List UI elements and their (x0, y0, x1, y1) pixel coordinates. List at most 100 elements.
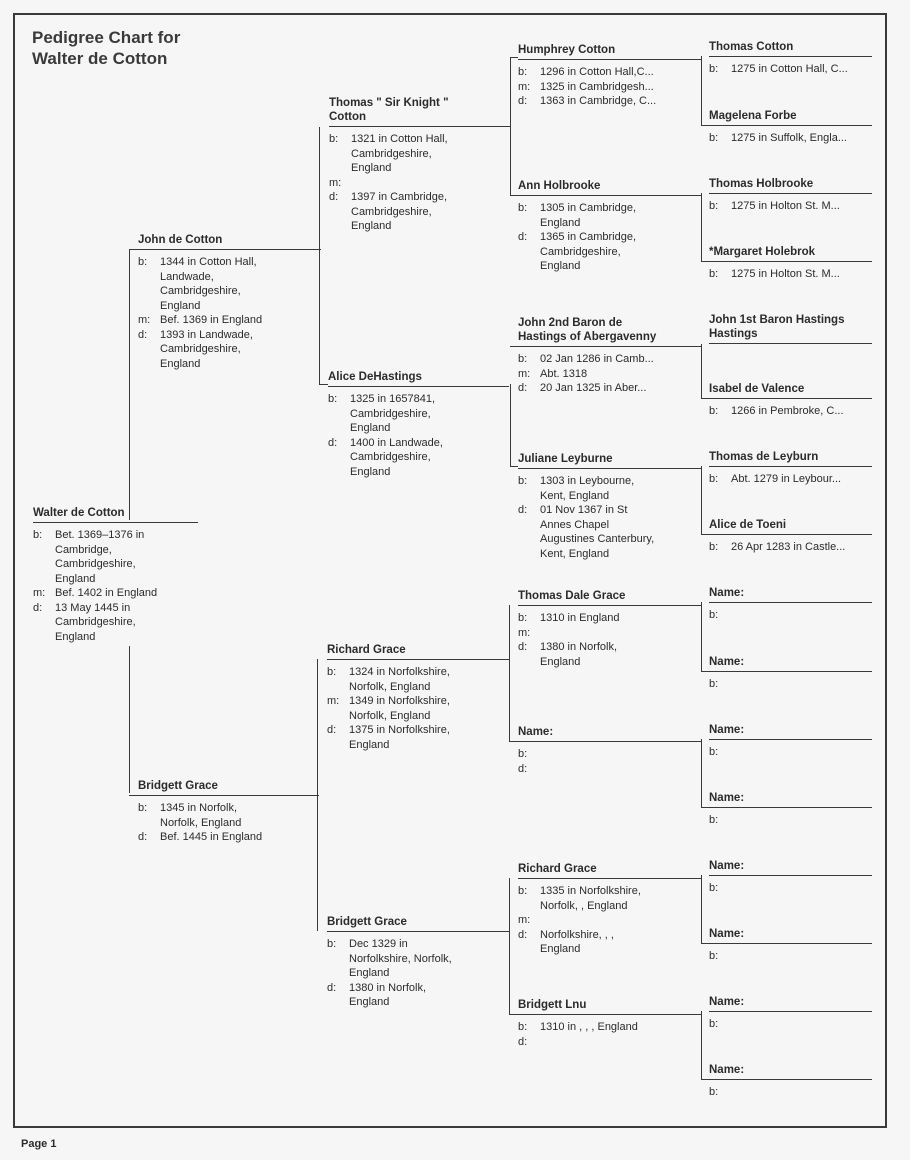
fact-key: b: (518, 202, 528, 214)
fact-value: 1305 in Cambridge, England (540, 202, 637, 229)
fact-row: b: (709, 1085, 872, 1100)
fact-key: b: (709, 268, 719, 280)
person-name: Name: (709, 655, 872, 672)
fact-key: b: (329, 133, 339, 145)
fact-key: m: (518, 626, 531, 639)
fact-value: 26 Apr 1283 in Castle... (731, 541, 846, 553)
fact-value: 1310 in , , , England (540, 1021, 638, 1033)
person-p19: *Margaret Holebrok b: 1275 in Holton St. M… (709, 245, 872, 282)
fact-value (540, 1035, 701, 1050)
fact-key: b: (709, 678, 719, 690)
fact-key: m: (33, 587, 46, 599)
person-name: Ann Holbrooke (518, 179, 701, 196)
connector-line (701, 602, 703, 671)
person-name: Name: (518, 725, 701, 742)
person-p29: Name:b: (709, 927, 872, 964)
fact-row: d:1365 in Cambridge, Cambridgeshire, Eng… (518, 230, 701, 274)
fact-row: b:1335 in Norfolkshire, Norfolk, , Engla… (518, 884, 701, 913)
person-name: Alice DeHastings (328, 370, 509, 387)
fact-row: b:1310 in England (518, 611, 701, 626)
fact-key: b: (709, 609, 719, 621)
fact-key: b: (709, 746, 719, 758)
fact-value: Dec 1329 in Norfolkshire, Norfolk, Engla… (349, 938, 452, 979)
fact-row: b:1275 in Suffolk, Engla... (709, 131, 872, 146)
fact-row: m:Bef. 1369 in England (138, 313, 321, 328)
connector-line (510, 466, 518, 468)
fact-row: b:1324 in Norfolkshire, Norfolk, England (327, 665, 509, 694)
fact-row: b: Abt. 1279 in Leybour... (709, 472, 872, 487)
fact-key: b: (709, 950, 719, 962)
fact-row: m:1325 in Cambridgesh... (518, 80, 701, 95)
fact-key: m: (518, 367, 531, 380)
fact-key: b: (709, 814, 719, 826)
fact-row: d:1375 in Norfolkshire, England (327, 723, 509, 752)
fact-row: b:1296 in Cotton Hall,C... (518, 65, 701, 80)
fact-value (351, 176, 510, 191)
fact-key: b: (518, 748, 528, 760)
chart-frame (13, 13, 887, 1128)
connector-line (701, 398, 709, 400)
fact-row: b:26 Apr 1283 in Castle... (709, 540, 872, 555)
fact-row: m: (518, 626, 701, 641)
fact-key: b: (328, 393, 338, 405)
connector-line (701, 943, 709, 945)
person-p26: Name:b: (709, 723, 872, 760)
connector-line (701, 671, 709, 673)
fact-key: b: (709, 200, 719, 212)
connector-line (510, 346, 518, 348)
connector-line (129, 249, 138, 251)
fact-value: Abt. 1279 in Leybour... (731, 473, 842, 485)
fact-key: b: (518, 353, 528, 365)
person-p27: Name:b: (709, 791, 872, 828)
fact-value (731, 813, 872, 828)
person-p31: Name: b: (709, 1063, 872, 1100)
fact-row: b:Dec 1329 in Norfolkshire, Norfolk, Eng… (327, 937, 509, 981)
fact-row: m:1349 in Norfolkshire, Norfolk, England (327, 694, 509, 723)
fact-key: d: (33, 601, 43, 614)
fact-row: b: (709, 608, 872, 623)
fact-key: d: (327, 981, 337, 994)
fact-key: m: (518, 914, 531, 926)
connector-line (317, 659, 319, 931)
fact-value: Bet. 1369–1376 in Cambridge, Cambridgesh… (55, 529, 145, 585)
fact-value: 02 Jan 1286 in Camb... (540, 353, 654, 365)
fact-row: b:1325 in 1657841, Cambridgeshire, Engla… (328, 392, 509, 436)
fact-value (731, 677, 872, 692)
fact-row: b: (709, 949, 872, 964)
connector-line (509, 741, 518, 743)
fact-value (731, 881, 872, 896)
connector-line (509, 1014, 518, 1016)
fact-key: b: (138, 802, 148, 814)
person-p25: Name: b: (709, 655, 872, 692)
fact-row: m:Bef. 1402 in England (33, 586, 198, 601)
fact-row: m: (329, 176, 510, 191)
person-name: Walter de Cotton (33, 506, 198, 523)
fact-value: 1380 in Norfolk, England (349, 981, 427, 1009)
fact-value: 1275 in Holton St. M... (731, 268, 840, 280)
fact-value: 1375 in Norfolkshire, England (349, 724, 450, 751)
connector-line (510, 57, 518, 59)
connector-line (701, 193, 703, 261)
person-name: *Margaret Holebrok (709, 245, 872, 262)
fact-row: b:1266 in Pembroke, C... (709, 404, 872, 419)
person-name: Name: (709, 1063, 872, 1080)
fact-key: b: (709, 1086, 719, 1098)
person-name: Isabel de Valence (709, 382, 872, 399)
fact-key: b: (709, 473, 719, 485)
person-name: Thomas " Sir Knight " Cotton (329, 96, 510, 127)
person-name: Thomas Dale Grace (518, 589, 701, 606)
fact-row: b:Bet. 1369–1376 in Cambridge, Cambridge… (33, 528, 198, 586)
fact-row: b: (709, 1017, 872, 1032)
fact-row: b:1344 in Cotton Hall, Landwade, Cambrid… (138, 255, 321, 313)
person-name: Name: (709, 859, 872, 876)
person-p30: Name:b: (709, 995, 872, 1032)
fact-value: 20 Jan 1325 in Aber... (540, 382, 647, 394)
person-name: Alice de Toeni (709, 518, 872, 535)
fact-value: 1296 in Cotton Hall,C... (540, 66, 654, 78)
